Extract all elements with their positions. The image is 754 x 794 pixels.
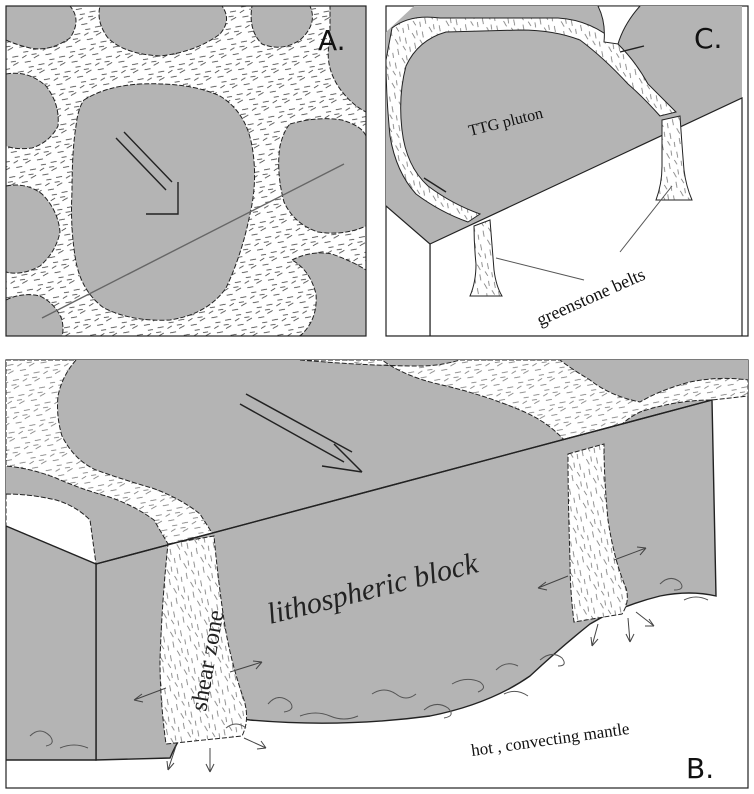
panel-b: lithospheric block shear zone hot , conv… — [5, 359, 749, 789]
pluton-a-center — [71, 83, 256, 321]
mantle-swirls — [29, 578, 709, 749]
belt-c-top-right — [597, 6, 641, 45]
pluton-a-bottom-left — [6, 294, 64, 336]
leader-line-left — [495, 257, 585, 281]
pluton-a-top-mid — [98, 6, 227, 57]
belt-c-vertical-right-fabric — [656, 116, 692, 200]
pluton-a-left — [6, 72, 59, 150]
belt-c-loop-fabric — [386, 17, 676, 222]
pluton-a-right-mid — [278, 118, 366, 234]
pluton-a-top-right — [250, 6, 313, 48]
section-line — [41, 163, 345, 319]
block-c-side — [386, 205, 431, 336]
shear-arrow-a — [115, 131, 179, 215]
panel-c-label: C. — [694, 22, 722, 55]
flow-arrows — [133, 546, 655, 773]
pluton-a-right-top — [327, 6, 366, 113]
leader-line-right — [619, 185, 673, 253]
pluton-a-bottom-right — [290, 252, 366, 336]
panel-b-label: B. — [686, 752, 714, 785]
pluton-a-top-left — [6, 6, 77, 50]
belt-c-vertical-left-fabric — [470, 220, 502, 296]
shear-arrow-b — [239, 393, 363, 473]
panel-a: A. — [5, 5, 367, 337]
panel-a-label: A. — [318, 24, 346, 57]
block-c-top — [386, 6, 742, 244]
pluton-a-left-bottom — [6, 184, 61, 274]
panel-c: TTG pluton greenstone belts C. — [385, 5, 749, 337]
belt-b-lower-left — [6, 493, 97, 565]
block-b-side — [6, 525, 97, 761]
